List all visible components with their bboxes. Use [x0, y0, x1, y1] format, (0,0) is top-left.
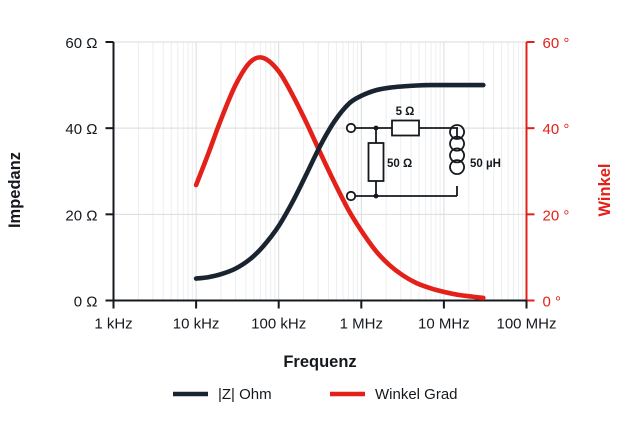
y2-axis-title: Winkel [596, 163, 614, 216]
minor-gridlines [137, 42, 524, 301]
y-tick-label: 60 Ω [65, 35, 97, 52]
series-line-z-ohm [193, 82, 486, 281]
y-tick-label: 40 Ω [65, 121, 97, 138]
x-tick-label: 10 kHz [173, 316, 220, 333]
x-tick-label: 100 kHz [251, 316, 306, 333]
x-tick-label: 1 MHz [340, 316, 383, 333]
series-resistor-label: 5 Ω [396, 106, 415, 118]
inductor-symbol [449, 124, 465, 175]
y2-tick-label: 20 ° [543, 207, 570, 224]
right-axis-ticks [526, 41, 535, 302]
y2-tick-label: 40 ° [543, 121, 570, 138]
y2-tick-label: 60 ° [543, 35, 570, 52]
y-tick-label: 0 Ω [74, 294, 98, 311]
series-resistor-symbol [391, 119, 420, 137]
series-line-winkel-grad [193, 55, 486, 301]
y-axis-title: Impedanz [6, 152, 24, 228]
x-axis-tick-labels: 1 kHz 10 kHz 100 kHz 1 MHz 10 MHz 100 MHz [94, 316, 556, 333]
legend-label-winkel-grad: Winkel Grad [375, 386, 458, 403]
bottom-axis-ticks [112, 300, 528, 309]
x-tick-label: 1 kHz [94, 316, 132, 333]
left-axis-ticks [105, 41, 114, 302]
plot-area-background [113, 42, 526, 300]
x-axis-title: Frequenz [283, 353, 356, 371]
y-tick-label: 20 Ω [65, 207, 97, 224]
junction-dot-top-icon [373, 125, 379, 131]
legend-label-z-ohm: |Z| Ohm [218, 386, 272, 403]
x-tick-label: 10 MHz [418, 316, 470, 333]
junction-dot-bottom-icon [373, 193, 379, 199]
inductor-label: 50 µH [470, 158, 501, 170]
shunt-resistor-symbol [367, 142, 385, 182]
left-axis-tick-labels: 0 Ω 20 Ω 40 Ω 60 Ω [65, 35, 97, 311]
terminal-bottom-icon [345, 190, 357, 202]
x-tick-label: 100 MHz [496, 316, 556, 333]
right-axis-tick-labels: 0 ° 20 ° 40 ° 60 ° [543, 35, 570, 311]
chart-legend: |Z| Ohm Winkel Grad [173, 386, 458, 403]
shunt-resistor-label: 50 Ω [387, 158, 412, 170]
y2-tick-label: 0 ° [543, 294, 562, 311]
circuit-inset: 5 Ω 50 Ω 50 µH [345, 106, 501, 202]
terminal-top-icon [345, 122, 357, 134]
